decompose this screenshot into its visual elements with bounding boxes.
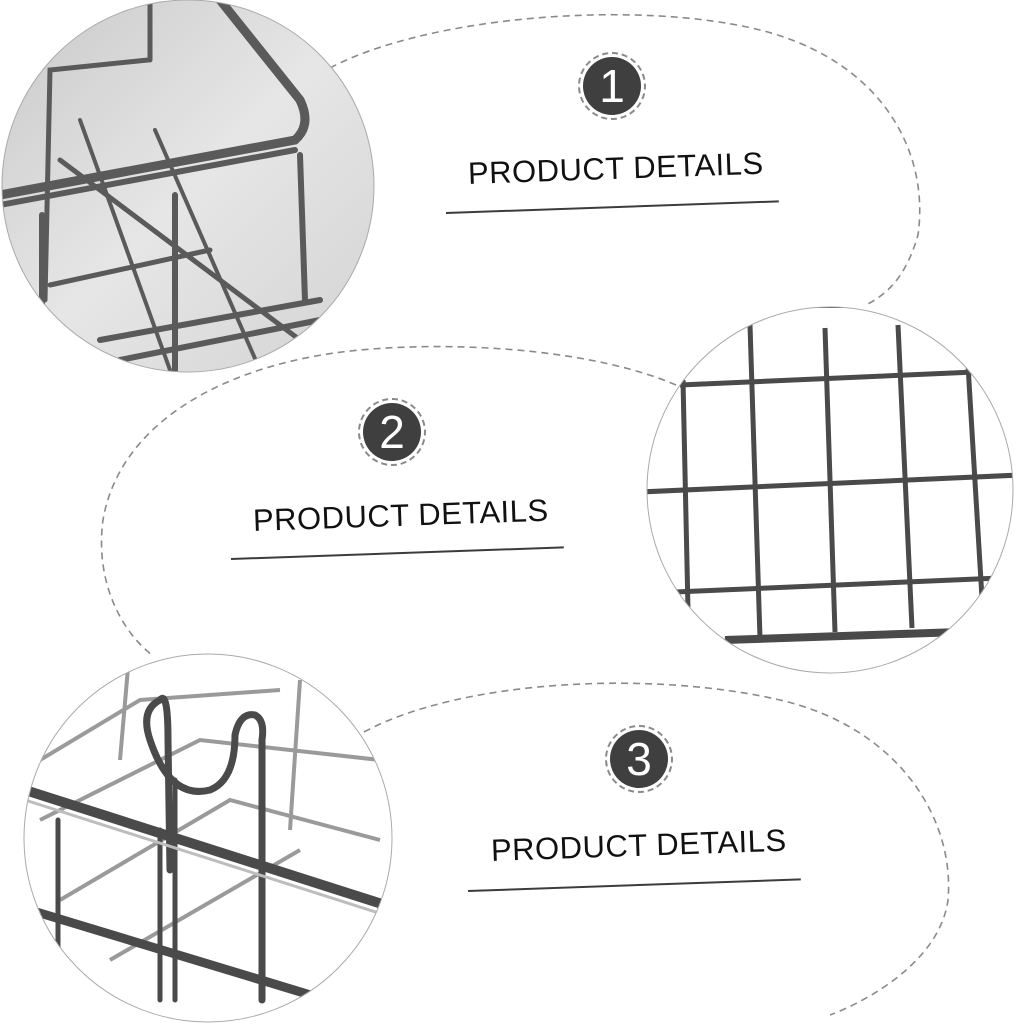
step-number-3: 3 [610, 730, 668, 788]
step-number-2: 2 [363, 403, 421, 461]
step-badge-3: 3 [605, 725, 673, 793]
step-number-1: 1 [583, 57, 641, 115]
step-badge-2: 2 [358, 398, 426, 466]
step-badge-1: 1 [578, 52, 646, 120]
